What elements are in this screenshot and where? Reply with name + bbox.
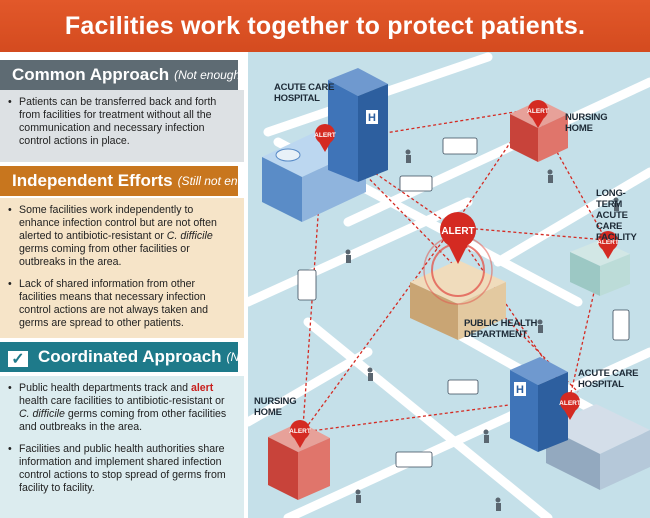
title-banner: Facilities work together to protect pati… <box>0 0 650 52</box>
alert-pin-ltac <box>598 231 618 259</box>
facility-network-map: ALERT ALERT ALERT ALERT ALERT ALERT H H … <box>248 52 650 518</box>
alert-pins <box>290 100 618 448</box>
hospital-sign: H <box>516 384 524 396</box>
bullet-germ-name: C. difficile <box>166 230 213 242</box>
independent-efforts-bullet-1: Some facilities work independently to en… <box>8 204 234 269</box>
checkmark-icon: ✓ <box>6 349 30 369</box>
independent-efforts-tag: (Still not enough) <box>177 174 269 188</box>
alert-pin-nursing-home-2 <box>290 420 310 448</box>
coordinated-approach-title: Coordinated Approach <box>38 347 222 366</box>
alert-pin-public-health <box>440 212 476 264</box>
long-term-acute-care-facility <box>570 240 630 296</box>
ambulance-icon <box>297 269 317 301</box>
ambulance-icon <box>612 309 630 341</box>
common-approach-body: Patients can be transferred back and for… <box>0 90 244 162</box>
coordinated-approach-bullet-2: Facilities and public health authorities… <box>8 443 234 495</box>
common-approach-title: Common Approach <box>12 65 170 84</box>
bullet-text: germs coming from other facilities or ou… <box>19 243 190 268</box>
common-approach-tag: (Not enough) <box>174 68 245 82</box>
alert-pin-hospital-1 <box>315 124 335 152</box>
ambulance-icon <box>399 175 433 192</box>
alert-pin-text: ALERT <box>597 239 619 246</box>
people-figures <box>345 149 619 511</box>
nursing-home-2 <box>268 422 330 500</box>
bullet-text: germs coming from other facilities and o… <box>19 408 227 433</box>
ambulance-icon <box>395 451 433 468</box>
independent-efforts-title: Independent Efforts <box>12 171 173 190</box>
page-title: Facilities work together to protect pati… <box>64 11 586 40</box>
network-illustration: ALERT ALERT ALERT ALERT ALERT ALERT H H <box>248 52 650 518</box>
alert-word: alert <box>190 382 214 394</box>
alert-pin-hospital-2 <box>560 392 580 420</box>
bullet-text: Public health departments track and <box>19 382 191 394</box>
independent-efforts-heading: Independent Efforts (Still not enough) <box>0 166 268 196</box>
alert-pin-text: ALERT <box>289 428 311 435</box>
alert-pin-text: ALERT <box>441 226 474 237</box>
alert-pin-text: ALERT <box>527 108 549 115</box>
coordinated-approach-heading: Coordinated Approach (Needed) <box>0 342 277 372</box>
ambulance-icon <box>442 137 478 155</box>
bullet-text: Some facilities work independently to en… <box>19 204 217 242</box>
alert-pin-nursing-home-1 <box>528 100 548 128</box>
common-approach-bullet: Patients can be transferred back and for… <box>8 96 234 148</box>
acute-care-hospital-1 <box>262 68 388 222</box>
alert-pin-text: ALERT <box>314 132 336 139</box>
independent-efforts-bullet-2: Lack of shared information from other fa… <box>8 278 234 330</box>
alert-pin-text: ALERT <box>559 400 581 407</box>
ambulances <box>297 137 630 468</box>
bullet-text: health care facilities to antibiotic-res… <box>19 395 225 407</box>
common-approach-heading: Common Approach (Not enough) <box>0 60 244 90</box>
ambulance-icon <box>447 379 479 395</box>
public-health-department-building <box>410 235 506 340</box>
coordinated-approach-body: Public health departments track and aler… <box>0 376 244 518</box>
bullet-germ-name: C. difficile <box>19 408 65 420</box>
hospital-sign: H <box>368 112 376 124</box>
coordinated-approach-bullet-1: Public health departments track and aler… <box>8 382 234 434</box>
left-column: Common Approach (Not enough) Patients ca… <box>0 52 277 518</box>
independent-efforts-body: Some facilities work independently to en… <box>0 198 244 338</box>
